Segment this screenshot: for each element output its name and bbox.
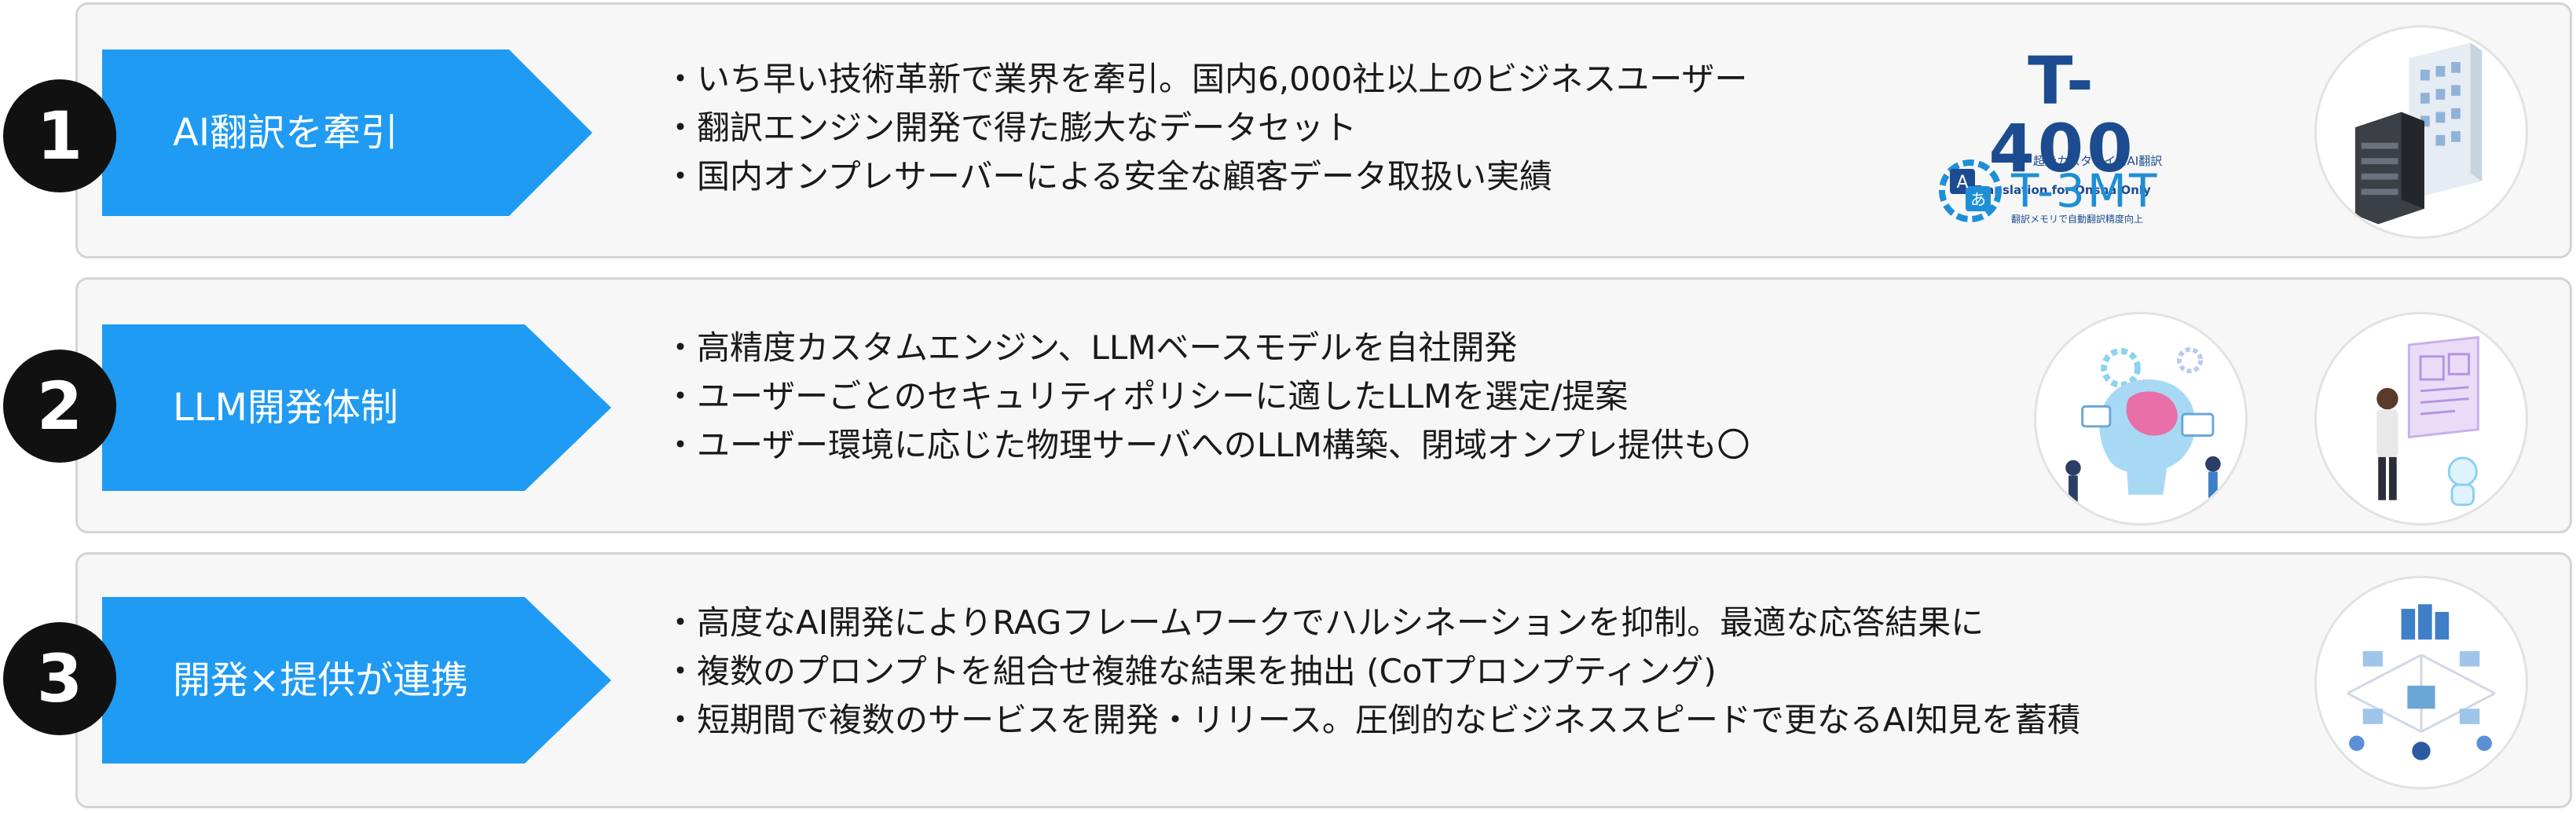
bullet-text: ユーザーごとのセキュリティポリシーに適したLLMを選定/提案 xyxy=(697,377,1629,416)
bullet-mark: ・ xyxy=(664,652,698,690)
bullet-text: 高精度カスタムエンジン、LLMベースモデルを自社開発 xyxy=(697,328,1518,367)
t3mt-icon-glyph-a: A xyxy=(1956,173,1968,192)
person-robot-screen-icon xyxy=(2314,312,2528,526)
bullet-item: ・短期間で複数のサービスを開発・リリース。圧倒的なビジネススピードで更なるAI知… xyxy=(664,696,2080,745)
t400-logo-wordmark: T-400 xyxy=(1988,42,2136,187)
bullet-item: ・翻訳エンジン開発で得た膨大なデータセット xyxy=(664,104,1747,152)
section-number-badge-2: 2 xyxy=(3,350,116,463)
section-number-badge-3: 3 xyxy=(3,622,116,735)
bullet-item: ・いち早い技術革新で業界を牽引。国内6,000社以上のビジネスユーザー xyxy=(664,55,1747,104)
bullet-item: ・国内オンプレサーバーによる安全な顧客データ取扱い実績 xyxy=(664,152,1747,201)
bullet-text: 翻訳エンジン開発で得た膨大なデータセット xyxy=(697,108,1358,147)
section-bullets-3: ・高度なAI開発によりRAGフレームワークでハルシネーションを抑制。最適な応答結… xyxy=(664,599,2080,745)
bullet-mark: ・ xyxy=(664,377,698,416)
bullet-item: ・ユーザーごとのセキュリティポリシーに適したLLMを選定/提案 xyxy=(664,372,1750,421)
bullet-mark: ・ xyxy=(664,60,698,98)
server-building-icon xyxy=(2314,25,2528,239)
t3mt-logo-top-caption: 超絶カスタマイズAI翻訳 xyxy=(2033,154,2163,168)
section-bullets-2: ・高精度カスタムエンジン、LLMベースモデルを自社開発 ・ユーザーごとのセキュリ… xyxy=(664,324,1750,470)
t3mt-icon-glyph-b: あ xyxy=(1970,190,1986,209)
section-title-2: LLM開発体制 xyxy=(173,386,398,430)
bullet-item: ・ユーザー環境に応じた物理サーバへのLLM構築、閉域オンプレ提供も〇 xyxy=(664,421,1750,470)
section-number-badge-1: 1 xyxy=(3,79,116,192)
ai-brain-illustration-icon xyxy=(2034,312,2248,526)
t3mt-logo-bottom-caption: 翻訳メモリで自動翻訳精度向上 xyxy=(2011,214,2144,225)
section-title-arrow-1: AI翻訳を牽引 xyxy=(102,49,592,216)
bullet-text: 国内オンプレサーバーによる安全な顧客データ取扱い実績 xyxy=(697,157,1553,196)
section-title-arrow-2: LLM開発体制 xyxy=(102,324,611,491)
t3mt-logo-wordmark: T-3MT xyxy=(2011,164,2160,218)
bullet-item: ・高度なAI開発によりRAGフレームワークでハルシネーションを抑制。最適な応答結… xyxy=(664,599,2080,647)
bullet-item: ・高精度カスタムエンジン、LLMベースモデルを自社開発 xyxy=(664,324,1750,372)
section-title-arrow-3: 開発×提供が連携 xyxy=(102,597,611,764)
bullet-text: 短期間で複数のサービスを開発・リリース。圧倒的なビジネススピードで更なるAI知見… xyxy=(697,701,2081,739)
bullet-text: ユーザー環境に応じた物理サーバへのLLM構築、閉域オンプレ提供も〇 xyxy=(697,426,1750,464)
t400-logo: T-400 Translation for Onsha Only xyxy=(1956,47,2168,198)
isometric-network-icon xyxy=(2314,576,2528,789)
bullet-mark: ・ xyxy=(664,108,698,147)
bullet-mark: ・ xyxy=(664,157,698,196)
section-bullets-1: ・いち早い技術革新で業界を牽引。国内6,000社以上のビジネスユーザー ・翻訳エ… xyxy=(664,55,1747,201)
bullet-text: 高度なAI開発によりRAGフレームワークでハルシネーションを抑制。最適な応答結果… xyxy=(697,603,1984,642)
bullet-text: 複数のプロンプトを組合せ複雑な結果を抽出 (CoTプロンプティング) xyxy=(697,652,1717,690)
t3mt-logo: A あ 超絶カスタマイズAI翻訳 T-3MT 翻訳メモリで自動翻訳精度向上 xyxy=(1933,153,2192,232)
bullet-mark: ・ xyxy=(664,426,698,464)
t400-logo-tagline: Translation for Onsha Only xyxy=(1973,183,2151,197)
bullet-item: ・複数のプロンプトを組合せ複雑な結果を抽出 (CoTプロンプティング) xyxy=(664,647,2080,696)
bullet-text: いち早い技術革新で業界を牽引。国内6,000社以上のビジネスユーザー xyxy=(697,60,1748,98)
translate-gear-icon: A あ xyxy=(1939,159,2002,222)
bullet-mark: ・ xyxy=(664,328,698,367)
section-title-3: 開発×提供が連携 xyxy=(173,658,469,702)
section-title-1: AI翻訳を牽引 xyxy=(173,111,398,155)
bullet-mark: ・ xyxy=(664,701,698,739)
bullet-mark: ・ xyxy=(664,603,698,642)
